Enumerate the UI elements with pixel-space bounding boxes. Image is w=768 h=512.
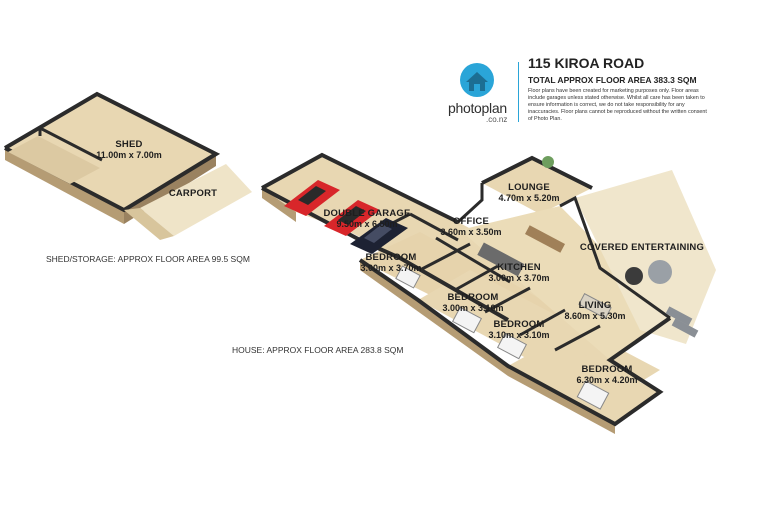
shed-building: [3, 91, 221, 224]
car-dark: [350, 218, 408, 254]
room-dims: 6.30m x 4.20m: [576, 375, 638, 385]
room-label-bedroom-1: BEDROOM 3.00m x 3.70m: [356, 252, 426, 274]
brand-name: photoplan: [448, 100, 507, 116]
divider: [518, 62, 519, 122]
room-dims: 8.60m x 5.30m: [564, 311, 626, 321]
brand-domain: .co.nz: [486, 115, 508, 124]
room-name: DOUBLE GARAGE: [323, 208, 411, 219]
disclaimer-text: Floor plans have been created for market…: [528, 88, 707, 122]
room-label-office: OFFICE 3.60m x 3.50m: [436, 216, 506, 238]
room-label-shed: SHED 11.00m x 7.00m: [84, 139, 174, 161]
room-label-bedroom-4: BEDROOM 6.30m x 4.20m: [572, 364, 642, 386]
house-globe-icon: [460, 63, 494, 97]
room-dims: 3.60m x 3.50m: [440, 227, 502, 237]
total-area-subtitle: TOTAL APPROX FLOOR AREA 383.3 SQM: [528, 75, 697, 85]
room-name: BEDROOM: [581, 364, 633, 375]
room-name: OFFICE: [452, 216, 490, 227]
car-red: [284, 180, 340, 216]
room-name: BEDROOM: [493, 319, 545, 330]
room-label-bedroom-3: BEDROOM 3.10m x 3.10m: [484, 319, 554, 341]
room-name: KITCHEN: [497, 262, 541, 273]
car-red-2: [324, 200, 380, 236]
room-label-lounge: LOUNGE 4.70m x 5.20m: [494, 182, 564, 204]
house-building: [261, 152, 716, 434]
room-dims: 11.00m x 7.00m: [96, 150, 162, 160]
room-dims: 3.00m x 3.70m: [488, 273, 550, 283]
carport-area: [124, 164, 252, 240]
room-label-bedroom-2: BEDROOM 3.00m x 3.10m: [438, 292, 508, 314]
room-name: BEDROOM: [365, 252, 417, 263]
room-name: CARPORT: [168, 188, 218, 199]
room-label-double-garage: DOUBLE GARAGE 9.50m x 6.50m: [312, 208, 422, 230]
room-dims: 4.70m x 5.20m: [498, 193, 560, 203]
room-name: LIVING: [578, 300, 612, 311]
room-label-kitchen: KITCHEN 3.00m x 3.70m: [484, 262, 554, 284]
room-dims: 3.00m x 3.70m: [360, 263, 422, 273]
room-name: COVERED ENTERTAINING: [579, 242, 705, 253]
room-dims: 3.00m x 3.10m: [442, 303, 504, 313]
room-name: LOUNGE: [508, 182, 550, 193]
room-dims: 3.10m x 3.10m: [488, 330, 550, 340]
room-name: SHED: [115, 139, 143, 150]
room-label-carport: CARPORT: [158, 188, 228, 199]
house-area-label: HOUSE: APPROX FLOOR AREA 283.8 SQM: [232, 345, 404, 355]
room-dims: 9.50m x 6.50m: [336, 219, 398, 229]
room-name: BEDROOM: [447, 292, 499, 303]
room-label-covered-entertaining: COVERED ENTERTAINING: [572, 242, 712, 253]
shed-area-label: SHED/STORAGE: APPROX FLOOR AREA 99.5 SQM: [46, 254, 250, 264]
room-label-living: LIVING 8.60m x 5.30m: [560, 300, 630, 322]
page-title: 115 KIROA ROAD: [528, 55, 645, 71]
